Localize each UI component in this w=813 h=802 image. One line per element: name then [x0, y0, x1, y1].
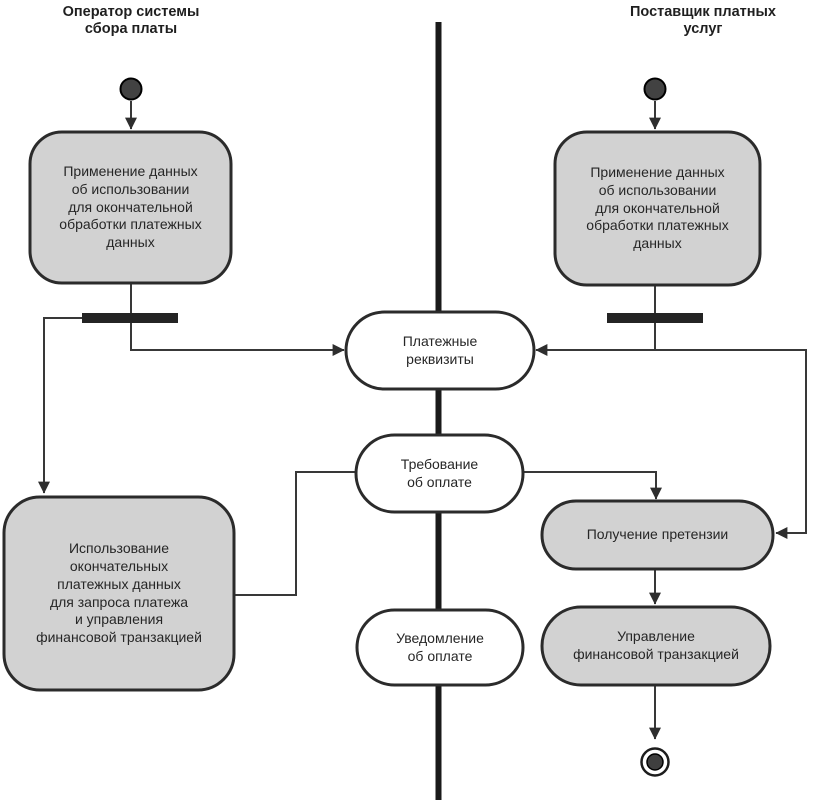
fork-bar-right: [607, 313, 703, 323]
fork-bar-left: [82, 313, 178, 323]
final-node-inner-icon: [646, 753, 664, 771]
swimlane-divider: [435, 22, 442, 800]
activity-receive-claim-shape: [540, 499, 775, 571]
initial-node-left-icon: [119, 77, 143, 101]
activity-use-final-data-shape: [2, 495, 236, 692]
edge-payment-request-to-claim: [524, 471, 662, 500]
connectors: [38, 101, 807, 740]
object-payment-request-shape: [354, 433, 525, 514]
edge-fork-left-to-use: [38, 317, 82, 494]
activity-apply-usage-left-shape: [28, 130, 233, 285]
edge-use-to-payment-request: [233, 471, 355, 596]
edge-fork-right-to-claim: [655, 349, 807, 539]
edge-fork-left-to-payment-details: [130, 323, 345, 356]
activity-manage-transaction-shape: [540, 605, 772, 687]
initial-node-right-icon: [643, 77, 667, 101]
object-payment-notice-shape: [355, 608, 525, 687]
activity-apply-usage-right-shape: [553, 130, 762, 287]
object-payment-details-shape: [344, 310, 536, 391]
